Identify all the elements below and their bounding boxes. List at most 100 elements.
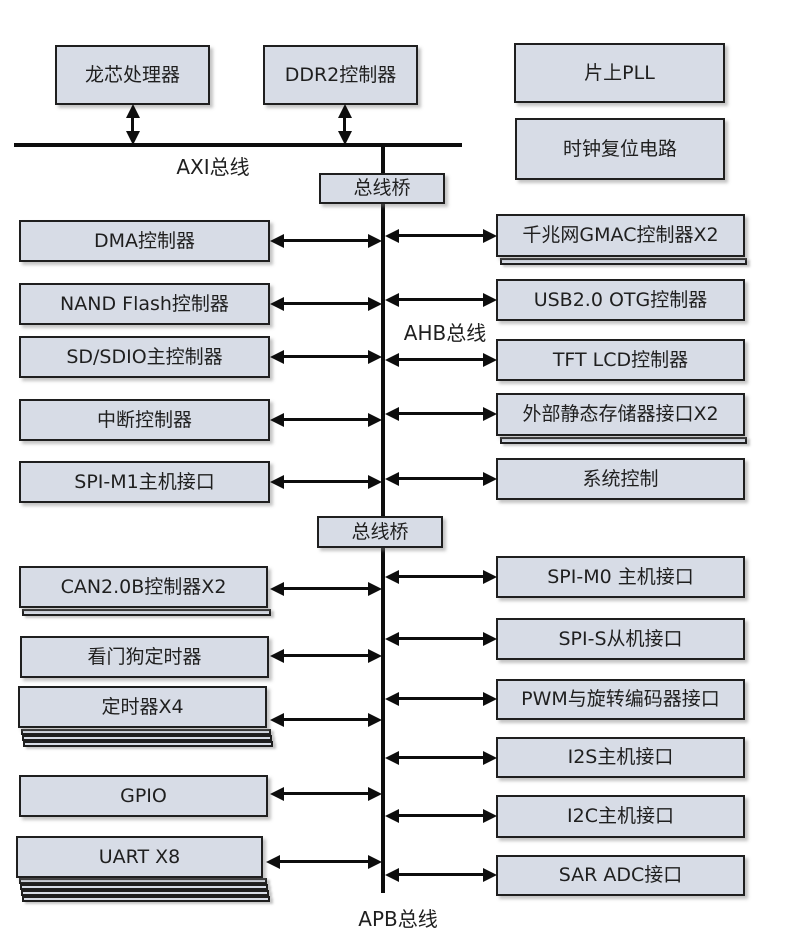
arrow-bus-to-usb (385, 292, 497, 308)
arrow-bus-to-i2s (385, 750, 497, 766)
node-sar-adc-interface: SAR ADC接口 (496, 855, 745, 896)
arrow-cpu-to-axi (125, 104, 141, 145)
node-i2s-host-interface: I2S主机接口 (496, 737, 745, 778)
node-label: GPIO (120, 784, 167, 807)
node-spi-s-slave-interface: SPI-S从机接口 (496, 618, 745, 660)
node-label: 外部静态存储器接口X2 (522, 403, 719, 426)
arrow-uart-to-bus (266, 854, 382, 870)
arrow-shaft (395, 873, 487, 876)
node-timer-x4: 定时器X4 (18, 686, 267, 728)
node-label: 片上PLL (584, 61, 655, 84)
node-dma-controller: DMA控制器 (19, 220, 270, 262)
arrow-dma-to-bus (270, 233, 382, 249)
apb-bus-label: APB总线 (358, 907, 438, 931)
node-label: SD/SDIO主控制器 (66, 345, 223, 368)
arrow-shaft (280, 239, 372, 242)
node-nand-flash-controller: NAND Flash控制器 (19, 283, 270, 325)
axi-bus-line (14, 143, 462, 147)
arrow-shaft (280, 718, 372, 721)
arrow-timer-to-bus (270, 712, 382, 728)
stack-layer (20, 884, 268, 890)
node-external-sram-interface-x2: 外部静态存储器接口X2 (496, 393, 745, 436)
arrow-shaft (280, 792, 372, 795)
arrow-shaft (395, 477, 487, 480)
arrow-bus-to-tft (385, 352, 497, 368)
arrow-spim1-to-bus (270, 474, 382, 490)
arrow-bus-to-i2c (385, 808, 497, 824)
node-label: DDR2控制器 (284, 63, 397, 86)
arrow-shaft (280, 587, 372, 590)
arrow-shaft (395, 814, 487, 817)
stack-layer (22, 735, 272, 741)
arrow-shaft (395, 298, 487, 301)
axi-bus-label: AXI总线 (176, 155, 250, 179)
stack-layer (22, 896, 270, 902)
node-label: SAR ADC接口 (558, 864, 683, 887)
node-clock-reset-circuit: 时钟复位电路 (515, 118, 725, 180)
arrow-can-to-bus (270, 581, 382, 597)
node-uart-x8: UART X8 (16, 836, 263, 878)
arrow-shaft (395, 412, 487, 415)
node-label: DMA控制器 (93, 229, 196, 252)
stack-layer (500, 258, 747, 265)
node-label: PWM与旋转编码器接口 (521, 688, 720, 711)
node-label: SPI-S从机接口 (558, 627, 683, 650)
node-spi-m1-host-interface: SPI-M1主机接口 (19, 461, 270, 503)
arrow-shaft (395, 358, 487, 361)
node-label: 总线桥 (353, 177, 411, 200)
node-label: NAND Flash控制器 (60, 292, 229, 315)
arrow-shaft (395, 697, 487, 700)
stack-layer (21, 729, 271, 735)
node-ddr2-controller: DDR2控制器 (263, 45, 418, 105)
arrow-bus-to-sram (385, 406, 497, 422)
node-can-controller-x2: CAN2.0B控制器X2 (19, 566, 268, 608)
node-label: SPI-M1主机接口 (74, 470, 215, 493)
node-sd-sdio-controller: SD/SDIO主控制器 (19, 336, 270, 378)
node-label: 中断控制器 (96, 408, 192, 431)
stack-layer (22, 609, 271, 616)
arrow-sdio-to-bus (270, 349, 382, 365)
arrow-shaft (280, 302, 372, 305)
arrow-bus-to-saradc (385, 867, 497, 883)
node-label: 龙芯处理器 (84, 63, 180, 86)
arrow-nand-to-bus (270, 296, 382, 312)
node-label: 看门狗定时器 (87, 645, 202, 668)
arrow-shaft (395, 637, 487, 640)
node-gpio: GPIO (19, 775, 268, 817)
stack-layer (500, 437, 747, 444)
node-label: TFT LCD控制器 (552, 348, 689, 371)
node-bus-bridge-2: 总线桥 (317, 516, 443, 548)
arrow-ddr2-to-axi (337, 104, 353, 145)
node-label: 时钟复位电路 (562, 137, 677, 160)
node-tft-lcd-controller: TFT LCD控制器 (496, 339, 745, 381)
node-label: 系统控制 (582, 467, 659, 490)
arrow-shaft (280, 480, 372, 483)
arrow-bus-to-gmac (385, 228, 497, 244)
arrow-shaft (395, 234, 487, 237)
arrow-shaft (280, 355, 372, 358)
arrow-shaft (131, 114, 134, 135)
arrow-shaft (343, 114, 346, 135)
arrow-interrupt-to-bus (270, 412, 382, 428)
arrow-shaft (280, 418, 372, 421)
ahb-bus-label: AHB总线 (403, 321, 487, 345)
node-label: I2C主机接口 (567, 805, 674, 828)
node-label: 定时器X4 (101, 695, 184, 718)
stack-layer (21, 890, 269, 896)
arrow-watchdog-to-bus (270, 648, 382, 664)
arrow-shaft (280, 654, 372, 657)
node-spi-m0-host-interface: SPI-M0 主机接口 (496, 556, 745, 598)
node-bus-bridge-1: 总线桥 (319, 173, 445, 204)
node-label: UART X8 (98, 845, 181, 868)
node-label: I2S主机接口 (567, 746, 674, 769)
node-label: USB2.0 OTG控制器 (533, 288, 708, 311)
node-label: 总线桥 (351, 520, 409, 543)
node-label: CAN2.0B控制器X2 (60, 575, 227, 598)
node-label: SPI-M0 主机接口 (547, 565, 694, 588)
arrow-bus-to-pwm (385, 691, 497, 707)
node-loongson-cpu: 龙芯处理器 (55, 45, 210, 105)
arrow-bus-to-spis (385, 631, 497, 647)
node-interrupt-controller: 中断控制器 (19, 399, 270, 441)
arrow-shaft (395, 575, 487, 578)
